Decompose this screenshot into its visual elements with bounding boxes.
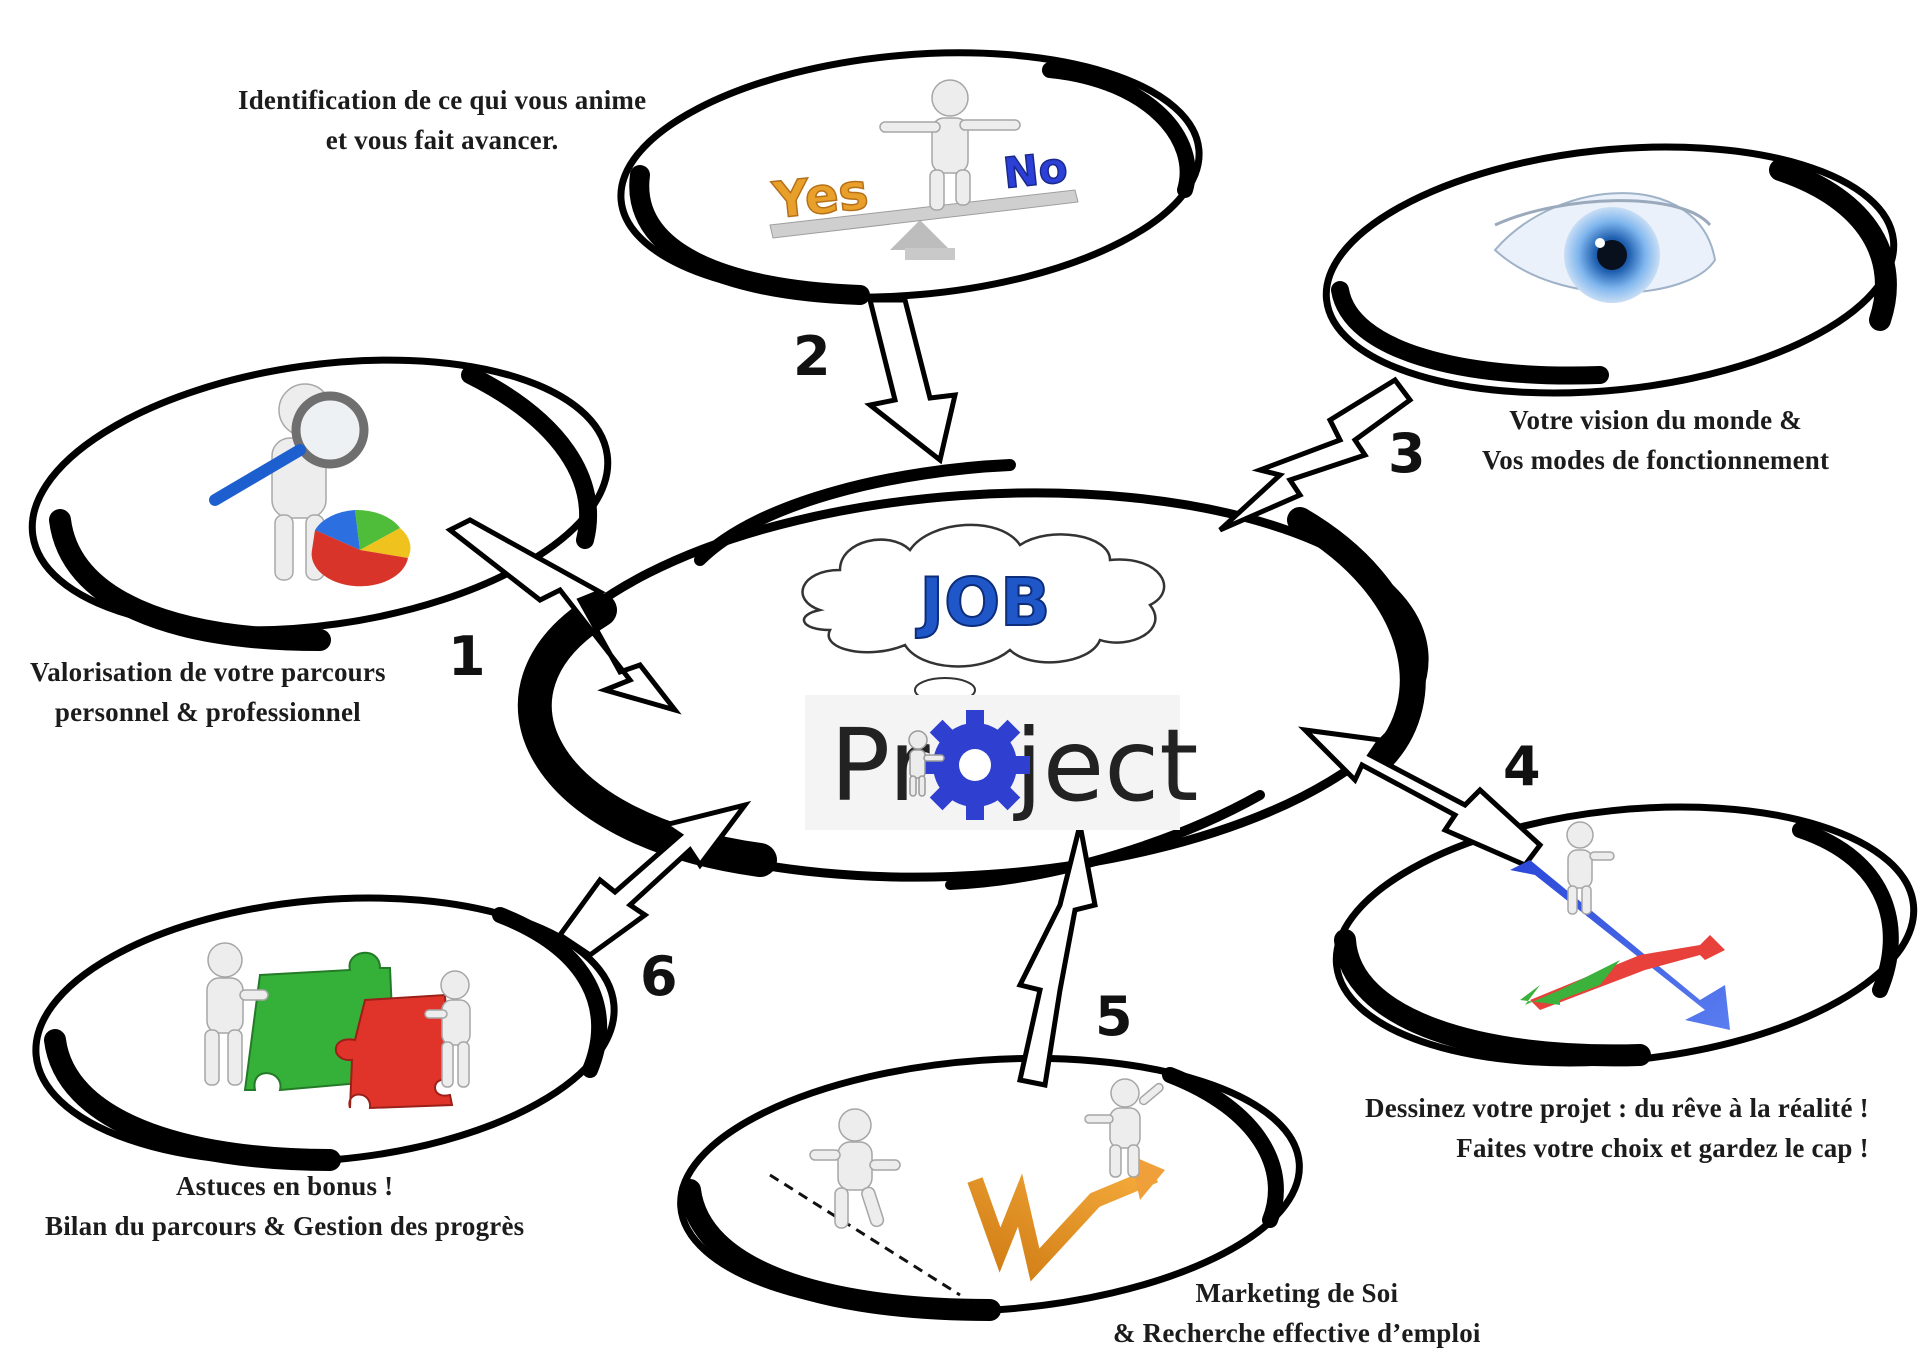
ellipse-step-2 (617, 49, 1203, 305)
ellipse-step-3 (1322, 143, 1898, 397)
caption-step-3-line-2: Vos modes de fonctionnement (1482, 445, 1830, 475)
no-text: No (1001, 143, 1070, 198)
caption-step-1: Valorisation de votre parcours personnel… (30, 652, 386, 732)
ellipse-step-1 (28, 356, 612, 651)
caption-step-6-line-2: Bilan du parcours & Gestion des progrès (45, 1211, 525, 1241)
caption-step-6-line-1: Astuces en bonus ! (175, 1171, 394, 1201)
yes-no-balance-illustration: Yes No (768, 79, 1079, 260)
eye-icon (1493, 192, 1717, 303)
caption-step-5-line-1: Marketing de Soi (1195, 1278, 1399, 1308)
caption-step-4-line-2: Faites votre choix et gardez le cap ! (1456, 1133, 1869, 1163)
pie-chart-icon (311, 509, 411, 587)
caption-step-2-line-2: et vous fait avancer. (325, 125, 559, 155)
step-number-4: 4 (1503, 735, 1541, 798)
arrow-step-6 (556, 800, 752, 959)
arrow-step-5 (1016, 824, 1098, 1088)
step-number-2: 2 (793, 325, 831, 388)
puzzle-illustration (204, 942, 471, 1110)
arrow-step-1 (445, 517, 682, 715)
ellipse-step-4 (1332, 803, 1918, 1067)
caption-step-4: Dessinez votre projet : du rêve à la réa… (1365, 1088, 1869, 1168)
caption-step-5-line-2: & Recherche effective d’emploi (1113, 1318, 1481, 1348)
ellipse-step-6 (32, 894, 618, 1171)
caption-step-2: Identification de ce qui vous anime et v… (238, 80, 646, 160)
caption-step-3: Votre vision du monde & Vos modes de fon… (1482, 400, 1829, 480)
caption-step-4-line-1: Dessinez votre projet : du rêve à la réa… (1365, 1093, 1869, 1123)
caption-step-1-line-1: Valorisation de votre parcours (30, 657, 386, 687)
job-text: JOB (916, 564, 1051, 641)
ellipse-step-5 (677, 1054, 1303, 1321)
step-number-5: 5 (1095, 985, 1133, 1048)
magnifier-pie-illustration (209, 383, 411, 587)
project-logo: Pr ject (805, 695, 1199, 830)
caption-step-1-line-2: personnel & professionnel (54, 697, 361, 727)
caption-step-6: Astuces en bonus ! Bilan du parcours & G… (45, 1166, 524, 1246)
step-number-6: 6 (640, 945, 678, 1008)
figure-icon (908, 730, 945, 797)
caption-step-5: Marketing de Soi & Recherche effective d… (1113, 1273, 1481, 1353)
step-number-1: 1 (448, 625, 486, 688)
step-number-3: 3 (1388, 422, 1426, 485)
project-post-text: ject (1013, 707, 1199, 824)
gear-icon (920, 710, 1030, 820)
crossroads-arrows-illustration (1510, 821, 1730, 1030)
career-growth-illustration (769, 1078, 1165, 1297)
arrow-step-4 (1298, 726, 1544, 869)
arrow-step-2 (864, 297, 959, 465)
yes-text: Yes (769, 162, 871, 230)
arrow-step-3 (1218, 376, 1414, 533)
caption-step-2-line-1: Identification de ce qui vous anime (238, 85, 647, 115)
caption-step-3-line-1: Votre vision du monde & (1509, 405, 1802, 435)
magnifier-icon (209, 391, 369, 506)
